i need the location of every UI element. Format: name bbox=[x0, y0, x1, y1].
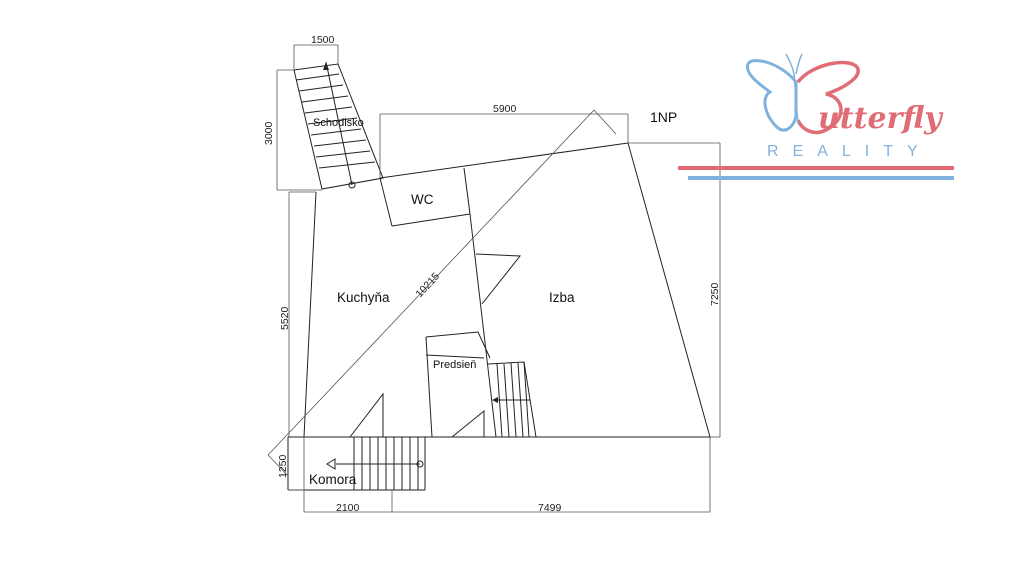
dim-left-height: 5520 bbox=[279, 306, 291, 330]
dim-right-height: 7250 bbox=[709, 282, 721, 306]
logo-script-text: utterfly bbox=[818, 101, 944, 136]
butterfly-wing-pink-icon bbox=[796, 60, 860, 135]
floor-label: 1NP bbox=[650, 109, 677, 125]
logo-stripe-blue bbox=[688, 176, 954, 180]
room-label-wc: WC bbox=[411, 192, 434, 207]
pantry-area bbox=[287, 437, 426, 491]
room-label-kitchen: Kuchyňa bbox=[337, 290, 390, 305]
stair-dimensions bbox=[276, 44, 339, 191]
dim-top-width: 5900 bbox=[493, 103, 517, 115]
dim-diagonal: 10215 bbox=[413, 270, 442, 300]
dimension-lines bbox=[267, 109, 721, 513]
dim-stair-height: 3000 bbox=[263, 121, 275, 145]
room-label-pantry: Komora bbox=[309, 472, 357, 487]
butterfly-logo bbox=[745, 53, 860, 135]
butterfly-wing-blue-icon bbox=[745, 59, 798, 132]
logo-stripe-pink bbox=[678, 166, 954, 170]
dim-bottom-left-width: 2100 bbox=[336, 502, 360, 514]
dim-bottom-small-height: 1250 bbox=[277, 454, 289, 478]
dim-stair-width: 1500 bbox=[311, 34, 335, 46]
room-label-stairs: Schodisko bbox=[313, 117, 364, 129]
room-label-hall: Predsieň bbox=[433, 359, 476, 371]
dim-bottom-right-width: 7499 bbox=[538, 502, 562, 514]
room-label-izba: Izba bbox=[549, 290, 575, 305]
logo-sub-text: REALITY bbox=[767, 143, 932, 160]
building-outline bbox=[288, 142, 711, 438]
interior-stair bbox=[487, 361, 537, 438]
